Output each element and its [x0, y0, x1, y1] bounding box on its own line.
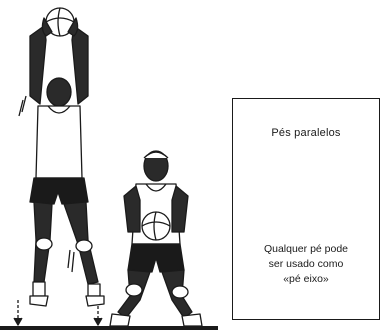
panel-title: Pés paralelos [271, 127, 341, 139]
ground-line [0, 326, 218, 330]
basketball-icon-stance [141, 211, 171, 241]
stance-player-figure [109, 150, 203, 327]
caption-line-3: «pé eixo» [283, 273, 329, 285]
panel-caption: Qualquer pé pode ser usado como «pé eixo… [241, 242, 371, 287]
jumping-player-figure [13, 7, 105, 326]
caption-line-2: ser usado como [268, 258, 344, 270]
caption-line-1: Qualquer pé pode [263, 243, 349, 255]
parallel-feet-panel: Pés paralelos Qualquer pé pode ser usado… [232, 98, 380, 320]
